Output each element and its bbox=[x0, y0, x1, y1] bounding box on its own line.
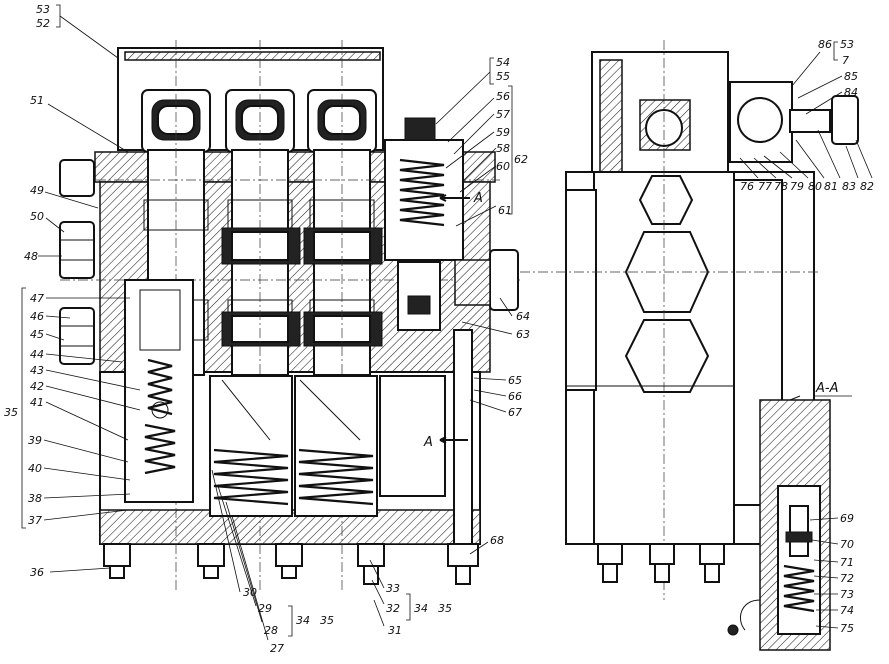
relief-valve-top bbox=[384, 117, 464, 331]
label-84: 84 bbox=[844, 86, 858, 99]
label-35-a: 35 bbox=[320, 614, 334, 627]
label-29: 29 bbox=[258, 602, 272, 615]
label-80: 80 bbox=[808, 180, 822, 193]
spool-heads bbox=[141, 89, 377, 153]
label-64: 64 bbox=[516, 310, 530, 323]
label-44: 44 bbox=[30, 348, 44, 361]
label-27: 27 bbox=[270, 642, 284, 655]
label-53-side: 53 bbox=[840, 38, 854, 51]
bottom-bolts bbox=[103, 543, 479, 585]
label-34-b: 34 bbox=[414, 602, 428, 615]
label-60: 60 bbox=[496, 160, 510, 173]
left-plugs bbox=[59, 159, 95, 365]
label-76: 76 bbox=[740, 180, 754, 193]
label-67: 67 bbox=[508, 406, 522, 419]
label-82: 82 bbox=[860, 180, 874, 193]
label-50: 50 bbox=[30, 210, 44, 223]
label-37: 37 bbox=[28, 514, 42, 527]
label-70: 70 bbox=[840, 538, 854, 551]
label-45: 45 bbox=[30, 328, 44, 341]
label-66: 66 bbox=[508, 390, 522, 403]
label-77: 77 bbox=[758, 180, 772, 193]
label-41: 41 bbox=[30, 396, 44, 409]
label-33: 33 bbox=[386, 582, 400, 595]
label-34-a: 34 bbox=[296, 614, 310, 627]
label-35-b: 35 bbox=[438, 602, 452, 615]
label-28: 28 bbox=[264, 624, 278, 637]
section-marker-a-lower: A bbox=[423, 435, 433, 450]
label-68: 68 bbox=[490, 534, 504, 547]
label-31: 31 bbox=[388, 624, 402, 637]
label-57: 57 bbox=[496, 108, 510, 121]
front-section-view bbox=[59, 40, 520, 590]
leader-lines bbox=[21, 4, 873, 641]
label-65: 65 bbox=[508, 374, 522, 387]
label-49: 49 bbox=[30, 184, 44, 197]
label-58: 58 bbox=[496, 142, 510, 155]
callout-labels: 53 52 51 49 50 48 47 46 45 44 43 42 41 3… bbox=[4, 3, 874, 655]
label-73: 73 bbox=[840, 588, 854, 601]
label-63: 63 bbox=[516, 328, 530, 341]
label-78: 78 bbox=[774, 180, 788, 193]
label-61: 61 bbox=[498, 204, 512, 217]
label-86: 86 bbox=[818, 38, 832, 51]
label-42: 42 bbox=[30, 380, 44, 393]
label-35-left: 35 bbox=[4, 406, 18, 419]
label-30: 30 bbox=[243, 586, 257, 599]
label-56: 56 bbox=[496, 90, 510, 103]
label-43: 43 bbox=[30, 364, 44, 377]
label-72: 72 bbox=[840, 572, 854, 585]
label-52: 52 bbox=[36, 17, 50, 30]
label-38: 38 bbox=[28, 492, 42, 505]
label-46: 46 bbox=[30, 310, 44, 323]
label-32: 32 bbox=[386, 602, 400, 615]
label-83: 83 bbox=[842, 180, 856, 193]
label-81: 81 bbox=[824, 180, 838, 193]
section-a-a-view bbox=[727, 395, 831, 651]
return-springs bbox=[209, 375, 446, 517]
label-85: 85 bbox=[844, 70, 858, 83]
label-79: 79 bbox=[790, 180, 804, 193]
label-74: 74 bbox=[840, 604, 854, 617]
label-62: 62 bbox=[514, 153, 528, 166]
label-71: 71 bbox=[840, 556, 854, 569]
label-69: 69 bbox=[840, 512, 854, 525]
label-39: 39 bbox=[28, 434, 42, 447]
label-40: 40 bbox=[28, 462, 42, 475]
safety-valve-assembly bbox=[124, 279, 194, 503]
section-marker-a-upper: A bbox=[473, 191, 483, 206]
label-53-top: 53 bbox=[36, 3, 50, 16]
label-55: 55 bbox=[496, 70, 510, 83]
right-fitting bbox=[454, 249, 519, 311]
label-36: 36 bbox=[30, 566, 44, 579]
label-54: 54 bbox=[496, 56, 510, 69]
side-view bbox=[520, 40, 859, 600]
label-75: 75 bbox=[840, 622, 854, 635]
section-a-a-title: A-A bbox=[815, 381, 838, 396]
label-7: 7 bbox=[842, 54, 849, 67]
label-47: 47 bbox=[30, 292, 44, 305]
label-51: 51 bbox=[30, 94, 44, 107]
label-48: 48 bbox=[24, 250, 38, 263]
label-59: 59 bbox=[496, 126, 510, 139]
